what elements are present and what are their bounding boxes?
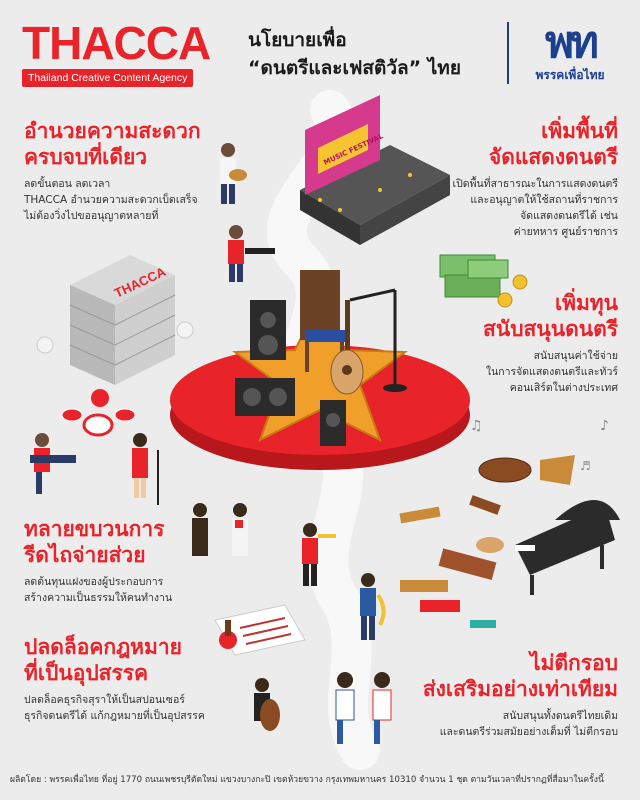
section-body: สนับสนุนทั้งดนตรีไทยเดิม และดนตรีร่วมสมั…: [388, 708, 618, 740]
party-logo: พท พรรคเพื่อไทย: [520, 20, 620, 85]
svg-text:♪: ♪: [600, 418, 609, 434]
section-heading: จัดแสดงดนตรี: [488, 145, 618, 169]
section-body: เปิดพื้นที่สาธารณะในการแสดงดนตรี และอนุญ…: [398, 176, 619, 240]
body-line: เปิดพื้นที่สาธารณะในการแสดงดนตรี: [452, 178, 619, 190]
section-heading: ไม่ตีกรอบ: [530, 651, 618, 675]
footer-credit: ผลิตโดย : พรรคเพื่อไทย ที่อยู่ 1770 ถนนเ…: [10, 775, 604, 785]
body-line: สนับสนุนทั้งดนตรีไทยเดิม: [502, 710, 618, 722]
festival-stage-icon: MUSIC FESTIVAL: [300, 95, 450, 245]
section-heading: ส่งเสริมอย่างเท่าเทียม: [422, 677, 618, 701]
drum-kit-icon: [61, 389, 136, 437]
body-line: และดนตรีร่วมสมัยอย่างเต็มที่ ไม่ตีกรอบ: [439, 726, 618, 738]
title-line-2: “ดนตรีและเฟสติวัล” ไทย: [248, 57, 461, 79]
body-line: THACCA อำนวยความสะดวกเบ็ดเสร็จ: [24, 194, 198, 206]
money-icon: [439, 254, 509, 298]
thacca-logo: THACCA Thailand Creative Content Agency: [22, 20, 242, 87]
grand-piano-icon: [515, 500, 620, 595]
body-line: ลดขั้นตอน ลดเวลา: [24, 178, 111, 190]
section-heading: ที่เป็นอุปสรรค: [24, 661, 149, 685]
body-line: ปลดล็อคธุรกิจสุราให้เป็นสปอนเซอร์: [24, 694, 185, 706]
thacca-building-icon: THACCA: [36, 255, 194, 385]
coins-icon: [497, 274, 528, 308]
section-body: สนับสนุนค่าใช้จ่าย ในการจัดแสดงดนตรีและท…: [418, 348, 618, 396]
saxophonist-icon: [360, 573, 386, 640]
singers-duo-icon: [335, 672, 392, 744]
speaker-icon: [250, 300, 286, 360]
section-heading: เพิ่มทุน: [554, 291, 618, 315]
section-body: ลดขั้นตอน ลดเวลา THACCA อำนวยความสะดวกเบ…: [24, 176, 244, 224]
section-body: ลดต้นทุนแฝงของผู้ประกอบการ สร้างความเป็น…: [24, 574, 224, 606]
body-line: สนับสนุนค่าใช้จ่าย: [533, 350, 618, 362]
keyboard-player-icon: [30, 433, 76, 494]
section-heading: ทลายขบวนการ: [24, 517, 165, 541]
header-divider: [507, 22, 509, 84]
speaker-icon: [235, 378, 295, 416]
body-line: คอนเสิร์ตในต่างประเทศ: [509, 382, 618, 394]
section-heading: อำนวยความสะดวก: [24, 119, 201, 143]
page-title: นโยบายเพื่อ “ดนตรีและเฟสติวัล” ไทย: [248, 26, 461, 82]
title-line-1: นโยบายเพื่อ: [248, 29, 347, 51]
body-line: ลดต้นทุนแฝงของผู้ประกอบการ: [24, 576, 164, 588]
section-heading: รีดไถจ่ายส่วย: [24, 543, 146, 567]
guitar-icon: [330, 300, 364, 395]
singer-icon: [132, 433, 159, 505]
mic-stand-icon: [349, 288, 407, 392]
logo-subtitle: Thailand Creative Content Agency: [22, 69, 194, 87]
section-more-space: เพิ่มพื้นที่ จัดแสดงดนตรี เปิดพื้นที่สาธ…: [398, 118, 619, 240]
body-line: จัดแสดงดนตรีได้ เช่น: [520, 210, 618, 222]
section-unlock-law: ปลดล็อคกฎหมาย ที่เป็นอุปสรรค ปลดล็อคธุรก…: [24, 634, 254, 724]
section-anti-bribery: ทลายขบวนการ รีดไถจ่ายส่วย ลดต้นทุนแฝงของ…: [24, 516, 224, 606]
thai-instruments-icon: [399, 455, 575, 628]
keyboardist-icon: [228, 225, 275, 282]
party-mark: พท: [544, 17, 599, 68]
guitarist-icon: [220, 143, 247, 204]
section-equal-support: ไม่ตีกรอบ ส่งเสริมอย่างเท่าเทียม สนับสนุ…: [388, 650, 618, 740]
party-name: พรรคเพื่อไทย: [535, 68, 605, 82]
contract-document-icon: [214, 604, 306, 656]
section-heading: เพิ่มพื้นที่: [541, 119, 618, 143]
body-line: ไม่ต้องวิ่งไปขออนุญาตหลายที่: [24, 210, 159, 222]
section-convenience: อำนวยความสะดวก ครบจบที่เดียว ลดขั้นตอน ล…: [24, 118, 244, 224]
section-heading: ครบจบที่เดียว: [24, 145, 148, 169]
trumpeter-icon: [302, 523, 336, 586]
section-funding: เพิ่มทุน สนับสนุนดนตรี สนับสนุนค่าใช้จ่า…: [418, 290, 618, 396]
section-heading: สนับสนุนดนตรี: [483, 317, 618, 341]
body-line: สร้างความเป็นธรรมให้คนทำงาน: [24, 592, 173, 604]
businessmen-icon: [192, 503, 248, 556]
svg-text:♫: ♫: [470, 418, 483, 434]
logo-wordmark: THACCA: [22, 17, 211, 69]
body-line: ในการจัดแสดงดนตรีและทัวร์: [485, 366, 618, 378]
svg-text:♬: ♬: [580, 459, 591, 473]
section-heading: ปลดล็อคกฎหมาย: [24, 635, 182, 659]
cellist-icon: [254, 678, 280, 731]
section-body: ปลดล็อคธุรกิจสุราให้เป็นสปอนเซอร์ ธุรกิจ…: [24, 692, 254, 724]
body-line: และอนุญาตให้ใช้สถานที่ราชการ: [470, 194, 618, 206]
body-line: ธุรกิจดนตรีได้ แก้กฎหมายที่เป็นอุปสรรค: [24, 710, 205, 722]
music-notes-icon: ♫ ♪ ♬: [470, 418, 609, 473]
speaker-icon: [320, 400, 346, 446]
body-line: ค่ายทหาร ศูนย์ราชการ: [513, 226, 618, 238]
